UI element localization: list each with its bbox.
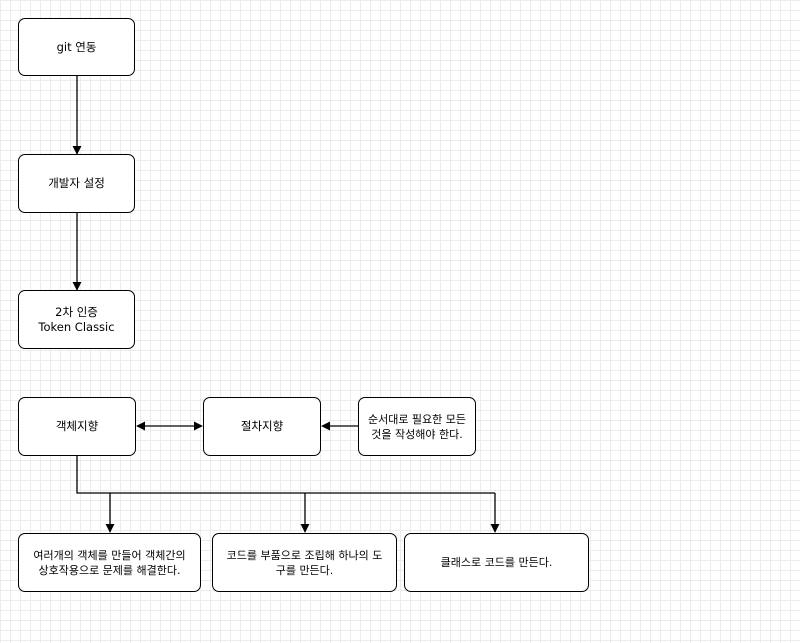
node-two-factor-line2: Token Classic bbox=[38, 319, 115, 334]
node-git-label: git 연동 bbox=[56, 39, 97, 54]
node-oop-desc3-label: 클래스로 코드를 만든다. bbox=[440, 556, 553, 569]
node-developer-settings-label: 개발자 설정 bbox=[48, 176, 105, 190]
connector-oop-trunk bbox=[76, 456, 495, 494]
node-oop[interactable]: 객체지향 bbox=[18, 397, 136, 456]
node-oop-desc1-line2: 상호작용으로 문제를 해결한다. bbox=[38, 563, 181, 577]
node-oop-desc1-line1: 여러개의 객체를 만들어 객체간의 bbox=[33, 548, 186, 562]
node-git[interactable]: git 연동 bbox=[18, 18, 135, 76]
node-oop-desc3[interactable]: 클래스로 코드를 만든다. bbox=[404, 533, 589, 592]
node-procedural-desc-line1: 순서대로 필요한 모든 bbox=[367, 412, 467, 426]
node-developer-settings[interactable]: 개발자 설정 bbox=[18, 154, 135, 213]
node-two-factor[interactable]: 2차 인증 Token Classic bbox=[18, 290, 135, 349]
node-procedural-desc[interactable]: 순서대로 필요한 모든 것을 작성해야 한다. bbox=[358, 397, 476, 456]
node-procedural-label: 절차지향 bbox=[240, 419, 284, 433]
node-oop-desc2-line2: 구를 만든다. bbox=[275, 563, 334, 577]
node-oop-desc2[interactable]: 코드를 부품으로 조립해 하나의 도 구를 만든다. bbox=[212, 533, 397, 592]
node-procedural-desc-line2: 것을 작성해야 한다. bbox=[371, 427, 463, 441]
node-oop-desc1[interactable]: 여러개의 객체를 만들어 객체간의 상호작용으로 문제를 해결한다. bbox=[18, 533, 201, 592]
node-oop-label: 객체지향 bbox=[55, 419, 99, 433]
node-procedural[interactable]: 절차지향 bbox=[203, 397, 321, 456]
node-oop-desc2-line1: 코드를 부품으로 조립해 하나의 도 bbox=[226, 548, 383, 562]
node-two-factor-line1: 2차 인증 bbox=[55, 304, 98, 319]
